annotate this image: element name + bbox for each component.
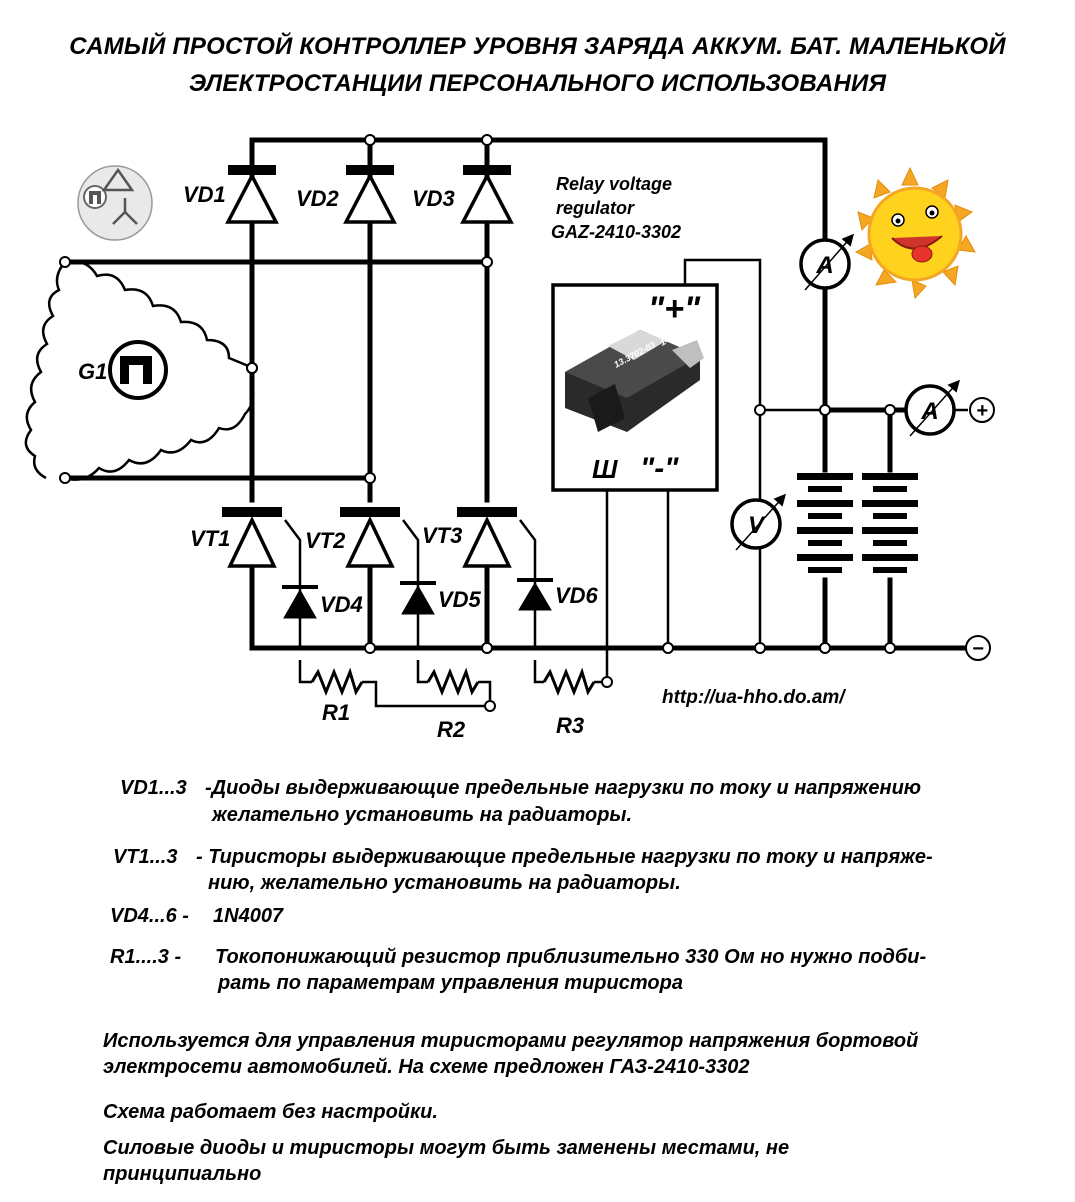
- thyristor-vt1: [222, 507, 282, 568]
- ammeter-output: A: [904, 379, 960, 437]
- label-vd4: VD4: [320, 592, 363, 617]
- regulator-module-image: 13.3702-03 14В: [565, 330, 704, 432]
- note-line-4: Силовые диоды и тиристоры могут быть зам…: [103, 1137, 790, 1159]
- label-vd2: VD2: [296, 186, 340, 211]
- diode-vd3: [460, 165, 514, 224]
- note-line-3: Схема работает без настройки.: [103, 1101, 438, 1123]
- legend-vd46-code: VD4...6 -: [110, 905, 189, 927]
- source-url: http://ua-hho.do.am/: [662, 687, 846, 708]
- svg-text:GAZ-2410-3302: GAZ-2410-3302: [551, 222, 681, 242]
- thyristor-vt2: [340, 507, 400, 568]
- label-vt1: VT1: [190, 526, 230, 551]
- resistor-r2: [426, 667, 480, 697]
- label-r1: R1: [322, 700, 350, 725]
- svg-text:A: A: [815, 252, 833, 279]
- svg-text:regulator: regulator: [556, 198, 635, 218]
- svg-text:Relay voltage: Relay voltage: [556, 174, 672, 194]
- diode-vd1: [225, 165, 279, 224]
- svg-text:A: A: [920, 398, 938, 425]
- diode-vd4: [282, 585, 318, 619]
- legend-vd13-code: VD1...3: [120, 777, 187, 799]
- label-r3: R3: [556, 713, 584, 738]
- sun-icon: [854, 166, 976, 300]
- note-line-2: электросети автомобилей. На схеме предло…: [103, 1056, 750, 1078]
- label-vd1: VD1: [183, 182, 226, 207]
- legend-vd13-line1: -Диоды выдерживающие предельные нагрузки…: [205, 777, 922, 799]
- resistor-r3: [542, 667, 596, 697]
- circuit-diagram: + − A A V G1: [24, 134, 995, 742]
- generator-windings: [24, 260, 255, 481]
- negative-terminal-label: −: [972, 638, 984, 660]
- label-r2: R2: [437, 717, 466, 742]
- label-vd6: VD6: [555, 583, 599, 608]
- legend-vd13-line2: желательно установить на радиаторы.: [212, 804, 633, 826]
- legend-r13-code: R1....3 -: [110, 946, 182, 968]
- legend-vt13-code: VT1...3: [113, 846, 178, 868]
- diode-vd2: [343, 165, 397, 224]
- diode-vd5: [400, 581, 436, 615]
- label-vt3: VT3: [422, 523, 462, 548]
- ammeter-top: A: [799, 233, 854, 291]
- legend-vd46-line1: 1N4007: [213, 905, 284, 927]
- battery-bank: [797, 473, 918, 573]
- title-line-2: ЭЛЕКТРОСТАНЦИИ ПЕРСОНАЛЬНОГО ИСПОЛЬЗОВАН…: [188, 70, 887, 97]
- label-vd3: VD3: [412, 186, 455, 211]
- label-vd5: VD5: [438, 587, 482, 612]
- resistors: [310, 667, 596, 697]
- note-line-5: принципиально: [103, 1163, 262, 1185]
- svg-text:V: V: [748, 512, 766, 539]
- positive-terminal: [969, 397, 995, 423]
- relay-regulator: 13.3702-03 14В "+" "-" Ш: [551, 283, 719, 492]
- legend-vt13-line1: - Тиристоры выдерживающие предельные наг…: [196, 846, 933, 868]
- diode-vd6: [517, 578, 553, 611]
- note-line-1: Используется для управления тиристорами …: [103, 1030, 919, 1052]
- title-line-1: САМЫЙ ПРОСТОЙ КОНТРОЛЛЕР УРОВНЯ ЗАРЯДА А…: [69, 33, 1006, 60]
- thyristors: [222, 507, 517, 568]
- component-labels: VD1 VD2 VD3 VT1 VT2 VT3 VD4 VD5 VD6 R1 R…: [183, 182, 846, 742]
- legend-r13-line1: Токопонижающий резистор приблизительно 3…: [215, 946, 927, 968]
- thyristor-vt3: [457, 507, 517, 568]
- regulator-plus-label: "+": [648, 290, 701, 328]
- power-diodes: [225, 165, 514, 224]
- generator-g1: G1: [78, 340, 168, 400]
- positive-terminal-label: +: [976, 400, 988, 422]
- relay-caption: Relay voltage regulator GAZ-2410-3302: [551, 174, 681, 242]
- regulator-minus-label: "-": [640, 452, 679, 485]
- junctions: [59, 134, 896, 712]
- regulator-sh-label: Ш: [592, 454, 618, 484]
- label-vt2: VT2: [305, 528, 346, 553]
- label-g1: G1: [78, 359, 107, 384]
- output-terminals: + −: [965, 397, 995, 661]
- battery-2: [862, 473, 918, 573]
- delta-star-icon: [77, 165, 153, 241]
- legend-vt13-line2: нию, желательно установить на радиаторы.: [208, 872, 681, 894]
- negative-terminal: [965, 635, 991, 661]
- legend-r13-line2: рать по параметрам управления тиристора: [218, 972, 683, 994]
- resistor-r1: [310, 667, 364, 697]
- battery-1: [797, 473, 853, 573]
- voltmeter: V: [730, 493, 786, 551]
- gate-diodes: [282, 578, 553, 619]
